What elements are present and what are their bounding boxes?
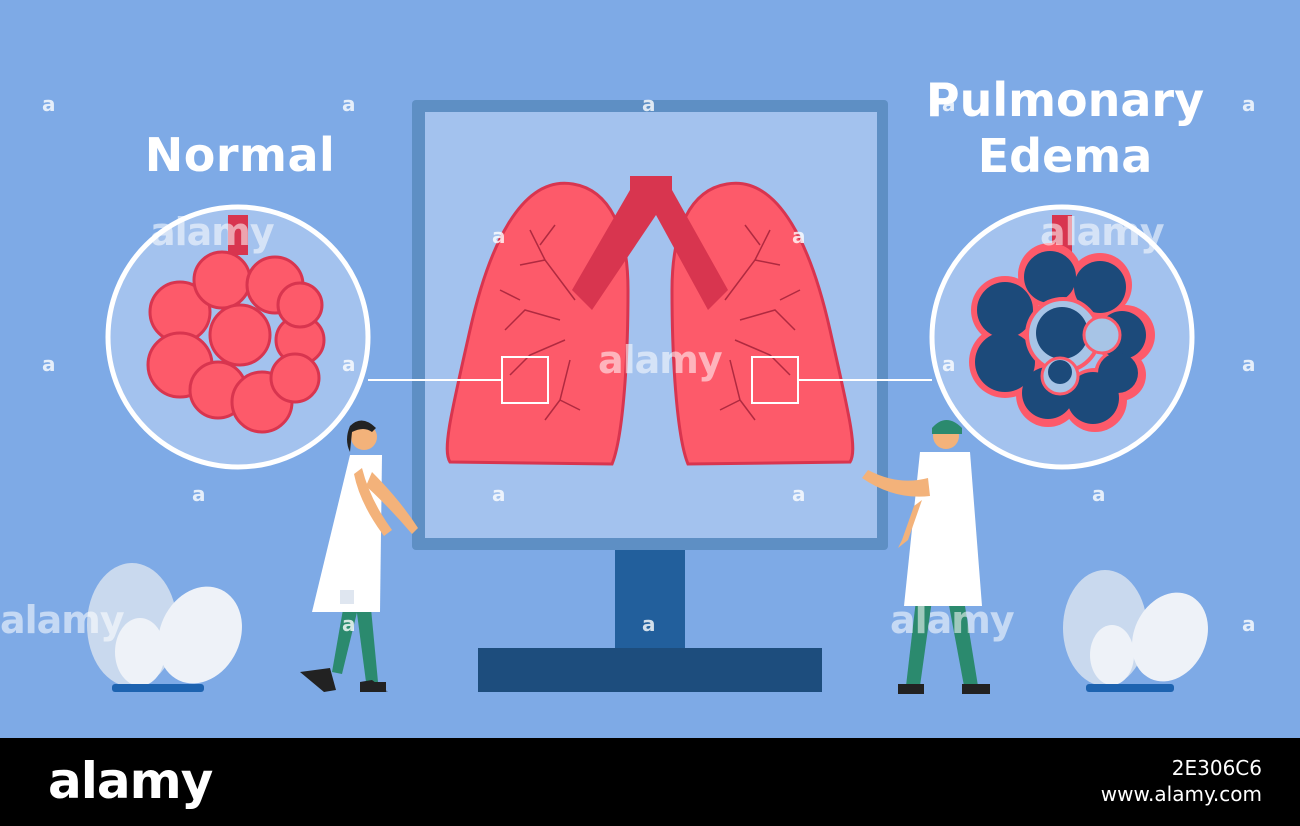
watermark-mark: a (342, 92, 356, 116)
watermark-mark: a (1242, 92, 1256, 116)
label-edema-line2: Edema (977, 129, 1153, 183)
watermark-mark: a (42, 352, 56, 376)
lungs (445, 176, 855, 466)
footer-image-id: 2E306C6 (1171, 756, 1262, 780)
watermark-brand: alamy (0, 598, 125, 642)
right-bronchioles (719, 224, 801, 421)
watermark-mark: a (342, 352, 356, 376)
plant-left (87, 563, 242, 692)
watermark-mark: a (642, 612, 656, 636)
normal-alveoli-cluster (146, 250, 326, 434)
plant-right (1063, 570, 1208, 692)
watermark-mark: a (792, 482, 806, 506)
label-normal: Normal (144, 128, 336, 182)
watermark-mark: a (792, 224, 806, 248)
trachea (572, 176, 728, 310)
normal-bronchiole (228, 215, 248, 255)
male-doctor (862, 420, 990, 694)
watermark-brand: alamy (890, 598, 1015, 642)
label-pulmonary-edema: Pulmonary Edema (915, 72, 1215, 184)
watermark-brand: alamy (150, 210, 275, 254)
watermark-mark: a (492, 224, 506, 248)
watermark-brand: alamy (1040, 210, 1165, 254)
edema-alveoli-zoom (929, 204, 1195, 470)
footer-logo: alamy (48, 752, 213, 810)
monitor-stand (615, 550, 685, 650)
watermark-brand: alamy (598, 338, 723, 382)
watermark-mark: a (1092, 482, 1106, 506)
watermark-mark: a (492, 482, 506, 506)
left-bronchioles (499, 224, 581, 421)
watermark-mark: a (192, 482, 206, 506)
illustration-svg (0, 0, 1300, 738)
watermark-mark: a (342, 612, 356, 636)
watermark-mark: a (1242, 352, 1256, 376)
right-lung (670, 181, 855, 466)
female-doctor (300, 420, 418, 692)
watermark-mark: a (1242, 612, 1256, 636)
watermark-mark: a (42, 92, 56, 116)
watermark-mark: a (942, 92, 956, 116)
footer-url: www.alamy.com (1100, 782, 1262, 806)
edema-air-pockets (1025, 297, 1122, 396)
watermark-mark: a (642, 92, 656, 116)
label-edema-line1: Pulmonary (925, 73, 1205, 127)
normal-alveoli-zoom (105, 204, 371, 470)
watermark-mark: a (942, 352, 956, 376)
monitor-base (478, 648, 822, 692)
footer-bar (0, 738, 1300, 826)
